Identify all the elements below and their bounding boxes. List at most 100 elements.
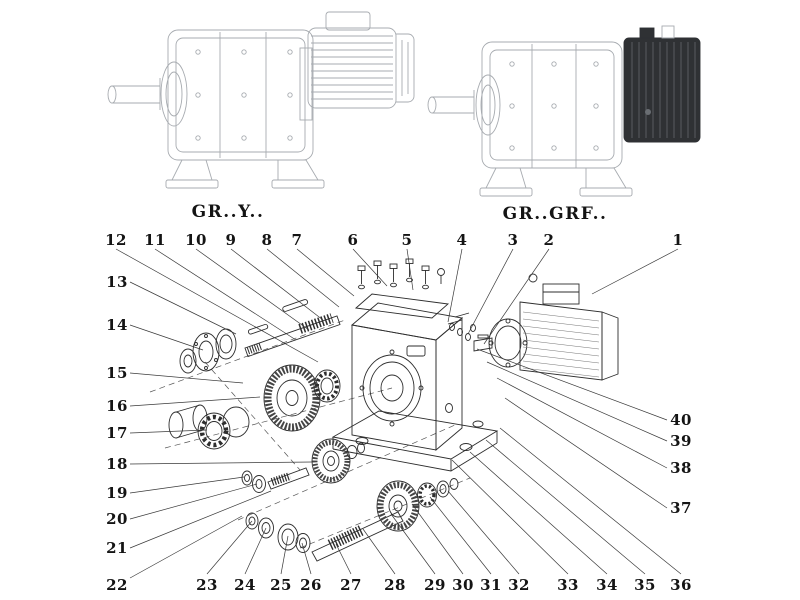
callout-10: 10: [185, 231, 207, 249]
brake-unit: [623, 25, 701, 143]
callout-9: 9: [225, 231, 237, 249]
callout-30: 30: [452, 576, 474, 594]
bolt: [405, 258, 414, 283]
callout-21: 21: [106, 539, 128, 557]
spacer-sleeve: [168, 404, 208, 439]
front-bearing-boss: [160, 61, 188, 127]
eye-bolt: [528, 273, 538, 283]
output-shaft: [311, 511, 404, 562]
leader-lines: [115, 248, 682, 579]
motor-fins: [522, 311, 600, 378]
shaft-key: [282, 299, 309, 312]
bolt: [373, 260, 382, 285]
callout-18: 18: [106, 455, 128, 473]
foot-left: [485, 167, 527, 189]
callout-15: 15: [106, 364, 128, 382]
terminal-box: [542, 283, 580, 305]
callout-23: 23: [196, 576, 218, 594]
callout-19: 19: [106, 484, 128, 502]
threaded-end: [246, 342, 264, 355]
inspection-cover: [354, 293, 450, 319]
callout-12: 12: [105, 231, 127, 249]
callout-26: 26: [300, 576, 322, 594]
callout-20: 20: [106, 510, 128, 528]
input-bearing: [313, 369, 341, 403]
nameplate: [406, 345, 426, 357]
motor-shaft-key: [477, 334, 489, 339]
input-cover-seal: [179, 328, 237, 374]
front-bearing-boss: [475, 74, 501, 136]
callout-2: 2: [543, 231, 555, 249]
base-hole: [472, 420, 484, 428]
callout-40: 40: [670, 411, 692, 429]
callout-24: 24: [234, 576, 256, 594]
output-shaft-end: [107, 85, 117, 104]
motor: [473, 273, 619, 381]
oil-plug: [445, 403, 453, 413]
fan-cowl: [396, 33, 415, 103]
shaft-key: [247, 323, 269, 335]
output-bearing: [417, 482, 437, 508]
motor-body: [307, 27, 397, 109]
callout-8: 8: [261, 231, 273, 249]
output-shaft-assembly: [245, 478, 459, 562]
gear-housing-body: [481, 41, 623, 169]
callout-32: 32: [508, 576, 530, 594]
intermediate-gear-assembly: [241, 438, 365, 493]
gear-housing-body: [167, 29, 314, 161]
motor-fins: [311, 35, 393, 100]
callout-17: 17: [106, 424, 128, 442]
callout-36: 36: [670, 576, 692, 594]
callout-14: 14: [106, 316, 128, 334]
callout-28: 28: [384, 576, 406, 594]
callout-6: 6: [347, 231, 359, 249]
variant-label-gr-grf: GR..GRF..: [502, 204, 608, 224]
callout-29: 29: [424, 576, 446, 594]
intermediate-gear: [311, 438, 351, 484]
vent-plug: [437, 268, 445, 284]
gear-housing: [331, 302, 499, 472]
pinion-teeth: [298, 313, 334, 334]
foot-right: [585, 167, 627, 189]
callout-37: 37: [670, 499, 692, 517]
exploded-view: [149, 258, 619, 562]
bearing-ring: [222, 406, 250, 438]
callout-27: 27: [340, 576, 362, 594]
bolt: [421, 265, 430, 290]
callout-7: 7: [291, 231, 303, 249]
callout-35: 35: [634, 576, 656, 594]
variant-label-gr-y: GR..Y..: [191, 202, 265, 222]
assembled-view-gr-y: [107, 11, 415, 189]
callout-39: 39: [670, 432, 692, 450]
foot-right: [277, 159, 319, 181]
bolt: [357, 265, 366, 290]
mounting-base: [331, 410, 499, 460]
callout-4: 4: [456, 231, 468, 249]
motor-rear-cap: [601, 311, 619, 381]
large-gear: [263, 364, 321, 432]
motor-adapter: [299, 47, 313, 121]
callout-3: 3: [507, 231, 519, 249]
callout-33: 33: [557, 576, 579, 594]
foot-left: [171, 159, 213, 181]
base-hole: [355, 437, 369, 445]
input-shaft-assembly: [179, 299, 341, 374]
intermediate-pinion: [267, 467, 310, 490]
motor-shaft: [473, 337, 493, 352]
top-cover-and-bolts: [354, 258, 450, 319]
output-shaft-end: [427, 96, 437, 114]
assembled-view-gr-grf: [427, 25, 701, 197]
callout-5: 5: [401, 231, 413, 249]
callout-16: 16: [106, 397, 128, 415]
callout-25: 25: [270, 576, 292, 594]
output-gear: [376, 480, 420, 532]
terminal-box: [325, 11, 371, 31]
callout-34: 34: [596, 576, 618, 594]
callout-38: 38: [670, 459, 692, 477]
callout-13: 13: [106, 273, 128, 291]
callout-1: 1: [672, 231, 684, 249]
callout-22: 22: [106, 576, 128, 594]
callout-11: 11: [144, 231, 166, 249]
bolt: [389, 263, 398, 288]
